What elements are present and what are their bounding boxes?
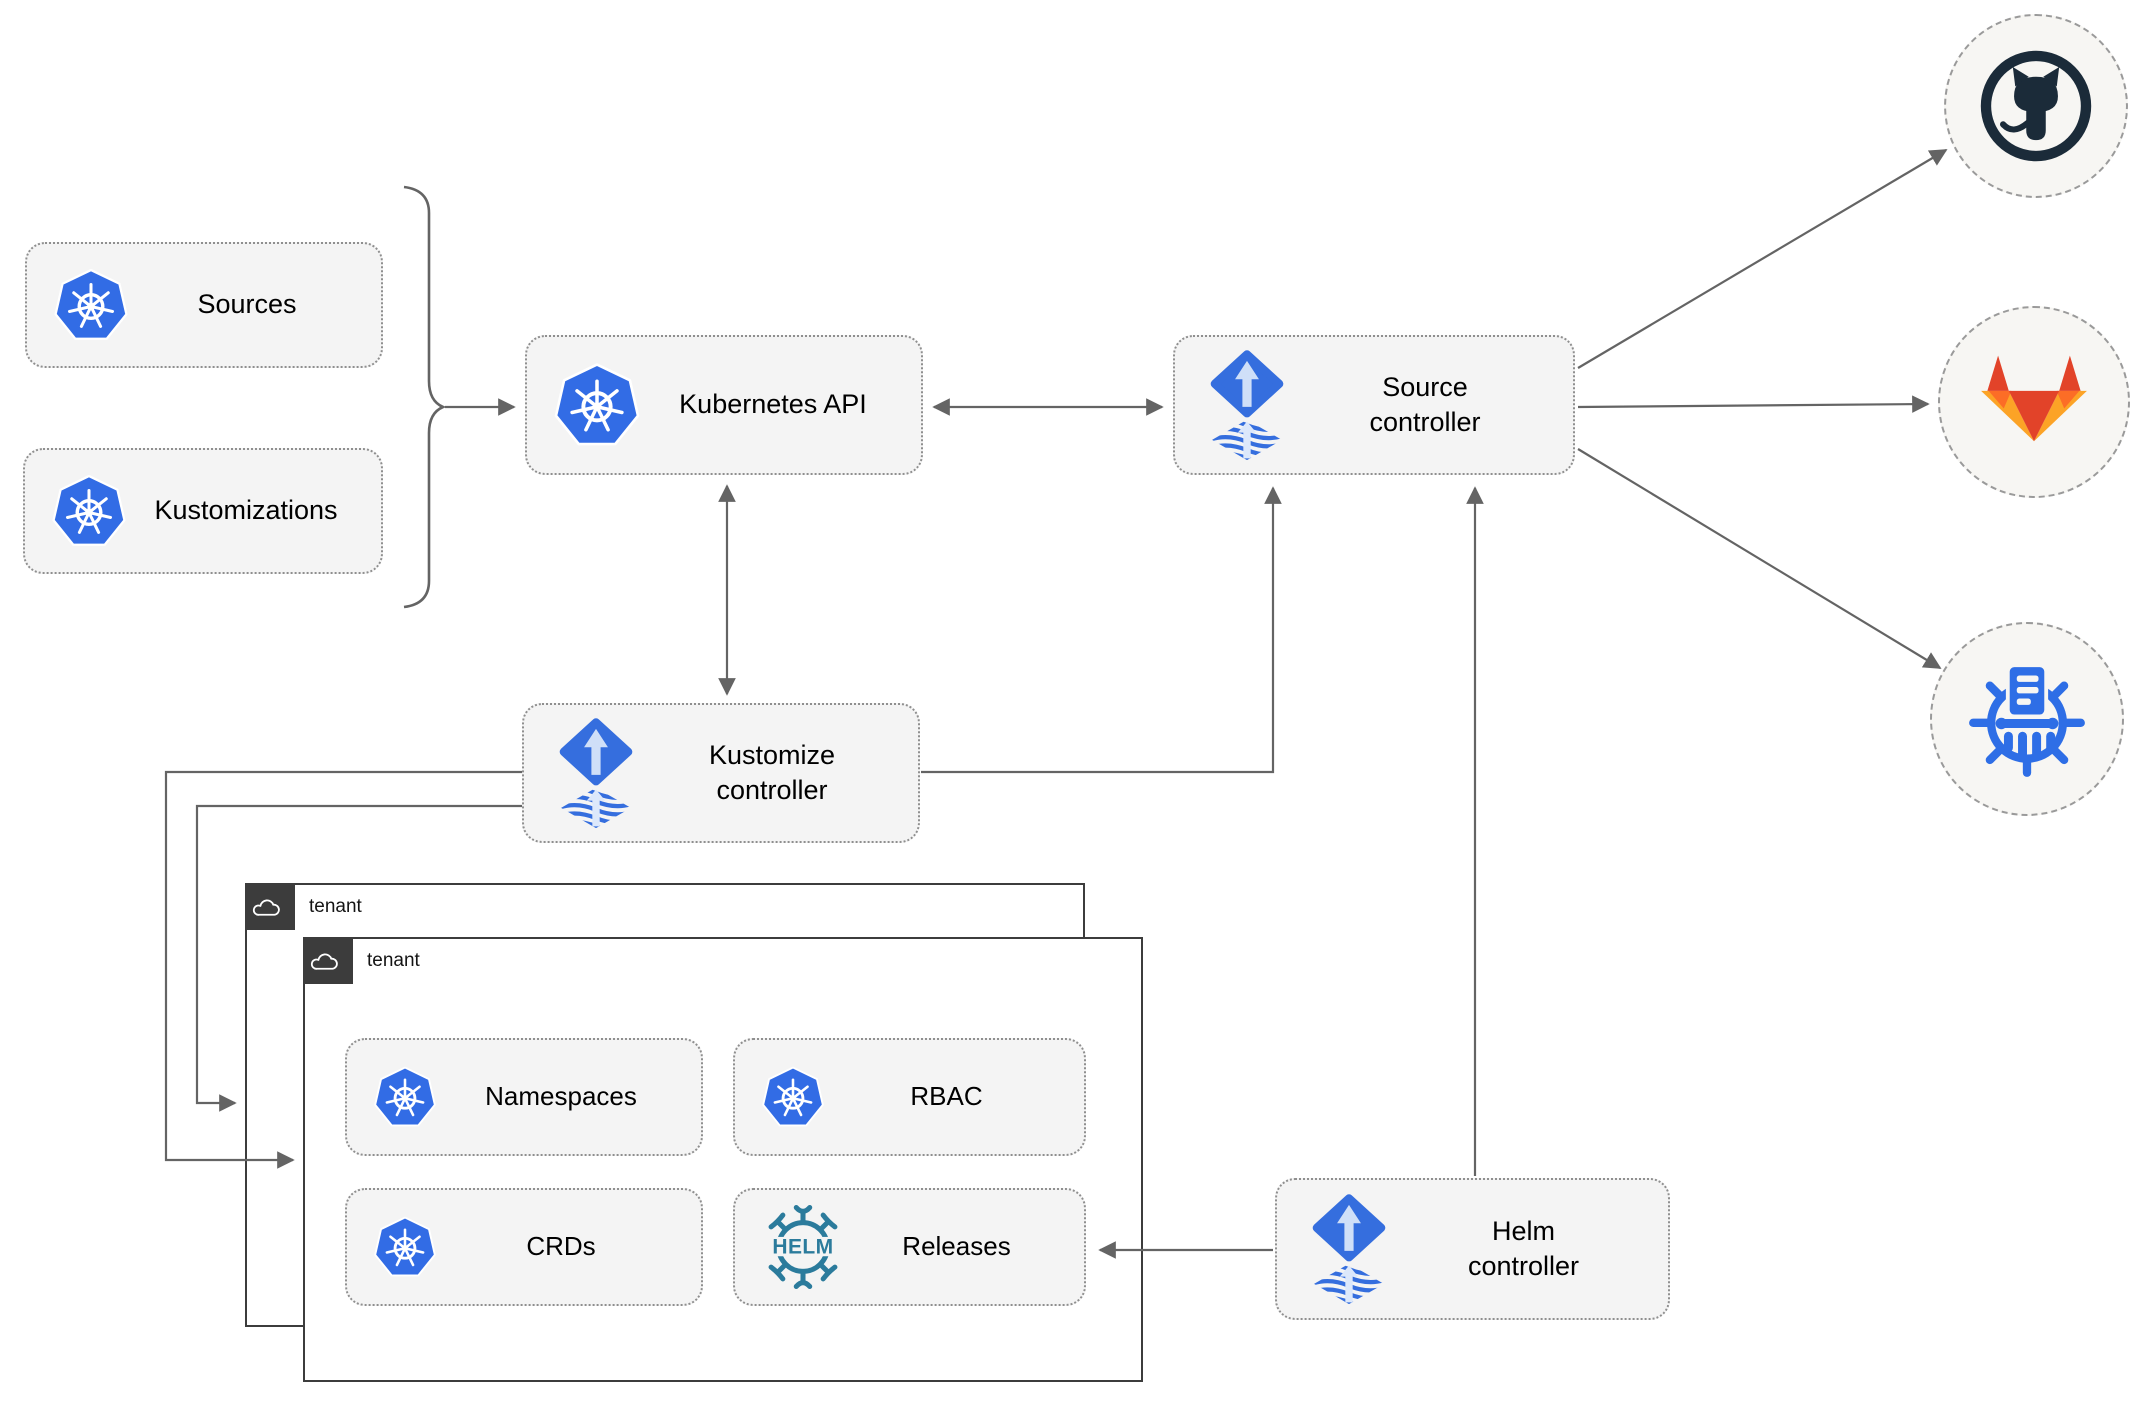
endpoint-chartmuseum (1930, 622, 2124, 816)
node-crds: CRDs (345, 1188, 703, 1306)
cloud-tab (245, 883, 295, 930)
node-kustomize-controller-label: Kustomize controller (708, 739, 836, 805)
node-namespaces-label: Namespaces (485, 1081, 637, 1112)
tenant-label: tenant (367, 950, 420, 971)
gitlab-icon (1971, 348, 2097, 456)
endpoint-gitlab (1938, 306, 2130, 498)
tenant-label: tenant (309, 896, 362, 917)
cloud-tab (303, 937, 353, 984)
node-kubernetes-api-label: Kubernetes API (679, 389, 867, 420)
node-source-controller-label: Source controller (1369, 371, 1481, 437)
flux-icon (1201, 348, 1293, 462)
cloud-icon (310, 947, 346, 974)
node-sources: Sources (25, 242, 383, 368)
node-helm-controller: Helm controller (1275, 1178, 1670, 1320)
kubernetes-icon (373, 1065, 437, 1129)
github-icon (1975, 45, 2097, 167)
edge-source-controller-chartmuseum (1577, 448, 1942, 669)
edge-brace-sources-kustomizations (403, 185, 447, 609)
edge-source-controller-github (1577, 149, 1948, 369)
node-kustomizations-label: Kustomizations (154, 495, 338, 526)
flux-icon (550, 716, 642, 830)
node-sources-label: Sources (197, 289, 297, 320)
chartmuseum-icon (1963, 655, 2091, 783)
node-kustomizations: Kustomizations (23, 448, 383, 574)
node-kubernetes-api: Kubernetes API (525, 335, 923, 475)
flux-icon (1303, 1192, 1395, 1306)
kubernetes-icon (373, 1215, 437, 1279)
endpoint-github (1944, 14, 2128, 198)
node-crds-label: CRDs (526, 1231, 596, 1262)
node-releases: HELM Releases (733, 1188, 1086, 1306)
node-namespaces: Namespaces (345, 1038, 703, 1156)
helm-icon: HELM (761, 1205, 845, 1289)
node-helm-controller-label: Helm controller (1467, 1215, 1580, 1281)
tenant-cluster-inner: tenant (303, 937, 1143, 1382)
node-rbac-label: RBAC (910, 1081, 983, 1112)
edge-source-controller-gitlab (1577, 395, 1930, 413)
kubernetes-icon (761, 1065, 825, 1129)
kubernetes-icon (553, 361, 641, 449)
helm-wordmark: HELM (772, 1236, 833, 1259)
node-source-controller: Source controller (1173, 335, 1575, 475)
node-kustomize-controller: Kustomize controller (522, 703, 920, 843)
node-rbac: RBAC (733, 1038, 1086, 1156)
cloud-icon (252, 893, 288, 920)
node-releases-label: Releases (902, 1231, 1011, 1262)
kubernetes-icon (51, 473, 127, 549)
edge-kustomize-controller-source-controller (921, 486, 1282, 774)
kubernetes-icon (53, 267, 129, 343)
